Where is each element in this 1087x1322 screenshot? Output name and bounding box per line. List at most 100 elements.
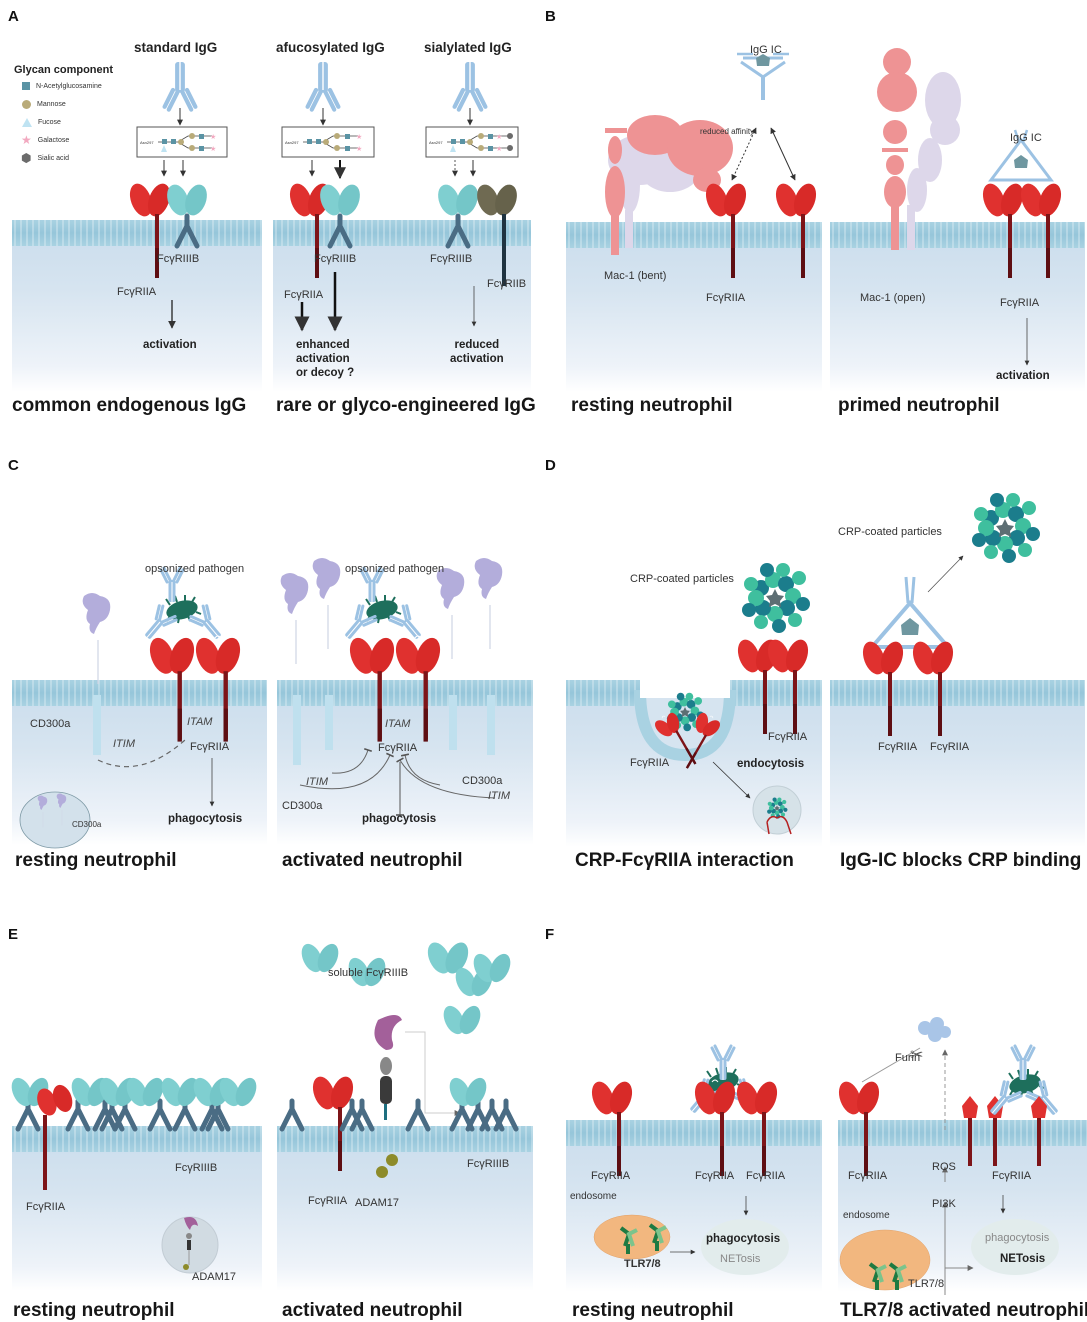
cell-interior <box>830 222 1085 392</box>
outcome-bubble <box>971 1219 1059 1275</box>
membrane <box>566 1120 822 1146</box>
column-header-afucosylated-igg: afucosylated IgG <box>276 40 385 55</box>
svg-text:★: ★ <box>356 145 362 153</box>
label-fcgriia: FcγRIIA <box>848 1170 888 1182</box>
outcome-line: activation <box>450 353 504 365</box>
label-fcgriia: FcγRIIA <box>117 286 157 298</box>
label-cd300a: CD300a <box>282 800 323 812</box>
subpanel-title: resting neutrophil <box>13 1300 175 1321</box>
subpanel-title: common endogenous IgG <box>12 395 247 416</box>
label-fcgriia: FcγRIIA <box>706 292 746 304</box>
legend-label: N-Acetylglucosamine <box>36 82 102 90</box>
label-cd300a: CD300a <box>462 775 503 787</box>
panel-letter-c: C <box>8 457 19 474</box>
label-itim: ITIM <box>488 790 510 802</box>
membrane <box>12 220 262 246</box>
fcgriia-receptor <box>858 638 908 737</box>
label-fcgriiib: FcγRIIIB <box>175 1162 218 1174</box>
legend-title: Glycan component <box>14 64 114 76</box>
label-fcgriiib: FcγRIIIB <box>157 253 200 265</box>
panel-e-graphics <box>7 938 545 1274</box>
legend-item-sialic-acid: ⬢ Sialic acid <box>21 152 69 164</box>
label-endosome: endosome <box>570 1191 617 1202</box>
label-itam: ITAM <box>385 718 411 730</box>
svg-text:★: ★ <box>496 133 502 141</box>
cell-interior <box>12 1126 262 1291</box>
fcgriia-receptor <box>834 1078 884 1177</box>
scissors-icon: ✂ <box>910 1047 923 1064</box>
cd300a-intracellular <box>93 695 101 755</box>
fcgriib-receptor <box>477 184 517 286</box>
label-igg-ic: IgG IC <box>1010 132 1042 144</box>
label-igg-ic: IgG IC <box>750 44 782 56</box>
subpanel-title: rare or glyco-engineered IgG <box>276 395 536 416</box>
fcgriia-receptor <box>701 180 751 279</box>
crp-particle-cluster <box>742 563 810 633</box>
label-outcome-phagocytosis: phagocytosis <box>706 1233 781 1245</box>
triangle-icon <box>22 118 32 127</box>
column-header-standard-igg: standard IgG <box>134 40 218 55</box>
legend-item-mannose: Mannose <box>22 100 66 109</box>
label-mac1-open: Mac-1 (open) <box>860 292 926 304</box>
label-fcgriia: FcγRIIA <box>378 742 418 754</box>
label-opsonized-pathogen: opsonized pathogen <box>345 563 445 575</box>
label-fcgriia: FcγRIIA <box>1000 297 1040 309</box>
label-furin: Furin <box>895 1052 921 1064</box>
label-fcgriiib: FcγRIIIB <box>467 1158 510 1170</box>
label-fcgriia: FcγRIIA <box>630 757 670 769</box>
panel-letter-d: D <box>545 457 556 474</box>
cd300a-receptor <box>312 557 341 650</box>
svg-text:★: ★ <box>496 145 502 153</box>
label-mac1-bent: Mac-1 (bent) <box>604 270 667 282</box>
outcome-line: activation <box>296 353 350 365</box>
cd300a-receptor <box>280 572 309 665</box>
fcgriia-receptor <box>587 1078 637 1177</box>
label-outcome-activation: activation <box>996 370 1050 382</box>
label-process-endocytosis: endocytosis <box>737 758 805 770</box>
glycan-site-label: Asn297 <box>140 140 154 145</box>
panel-c-graphics <box>19 557 503 849</box>
glycan-structure-sialylated: ★★ <box>425 126 519 158</box>
label-endosome: endosome <box>843 1210 890 1221</box>
panel-letter-b: B <box>545 8 556 25</box>
label-fcgriiib: FcγRIIIB <box>430 253 473 265</box>
panel-letter-f: F <box>545 926 555 943</box>
igg-antibody-afucosylated <box>308 62 339 110</box>
label-fcgriia: FcγRIIA <box>26 1201 66 1213</box>
fcgriiib-receptor <box>163 182 211 246</box>
label-opsonized-pathogen: opsonized pathogen <box>145 563 245 575</box>
cell-interior <box>566 222 822 392</box>
label-crp-particles: CRP-coated particles <box>630 573 734 585</box>
label-fcgriia: FcγRIIA <box>930 741 970 753</box>
label-outcome-phagocytosis: phagocytosis <box>168 813 243 825</box>
subpanel-title: primed neutrophil <box>838 395 1000 416</box>
subpanel-title: resting neutrophil <box>15 850 177 871</box>
label-cd300a: CD300a <box>30 718 71 730</box>
subpanel-title: CRP-FcγRIIA interaction <box>575 850 794 871</box>
fcgriiib-receptor <box>434 182 482 246</box>
label-fcgriia: FcγRIIA <box>591 1170 631 1182</box>
endosome-vesicle <box>752 785 802 835</box>
label-outcome-phagocytosis: phagocytosis <box>362 813 437 825</box>
label-outcome-netosis: NETosis <box>720 1253 761 1265</box>
outcome-line: or decoy ? <box>296 367 355 379</box>
fcgriia-receptor <box>771 180 821 279</box>
glycan-structure-afucosylated: ★★ <box>281 126 375 158</box>
cd300a-receptor <box>82 592 111 685</box>
fcgriia-receptor <box>308 1073 358 1172</box>
panel-letter-a: A <box>8 8 19 25</box>
crp-particle-cluster <box>972 493 1040 563</box>
subpanel-title: resting neutrophil <box>571 395 733 416</box>
legend-item-galactose: ★ Galactose <box>21 134 70 146</box>
label-fcgriib: FcγRIIB <box>487 278 527 290</box>
legend-item-glcnac: N-Acetylglucosamine <box>22 82 102 90</box>
label-fcgriiib: FcγRIIIB <box>314 253 357 265</box>
glycan-structure-standard: ★★ <box>136 126 228 158</box>
label-fcgriia: FcγRIIA <box>878 741 918 753</box>
legend-label: Galactose <box>37 137 70 144</box>
subpanel-title: activated neutrophil <box>282 1300 463 1321</box>
soluble-fcgriiib-cloud <box>297 938 515 1038</box>
vesicle <box>19 791 91 849</box>
cd300a-receptor <box>436 567 465 660</box>
label-outcome-enhanced: enhanced activation or decoy ? <box>296 338 354 380</box>
